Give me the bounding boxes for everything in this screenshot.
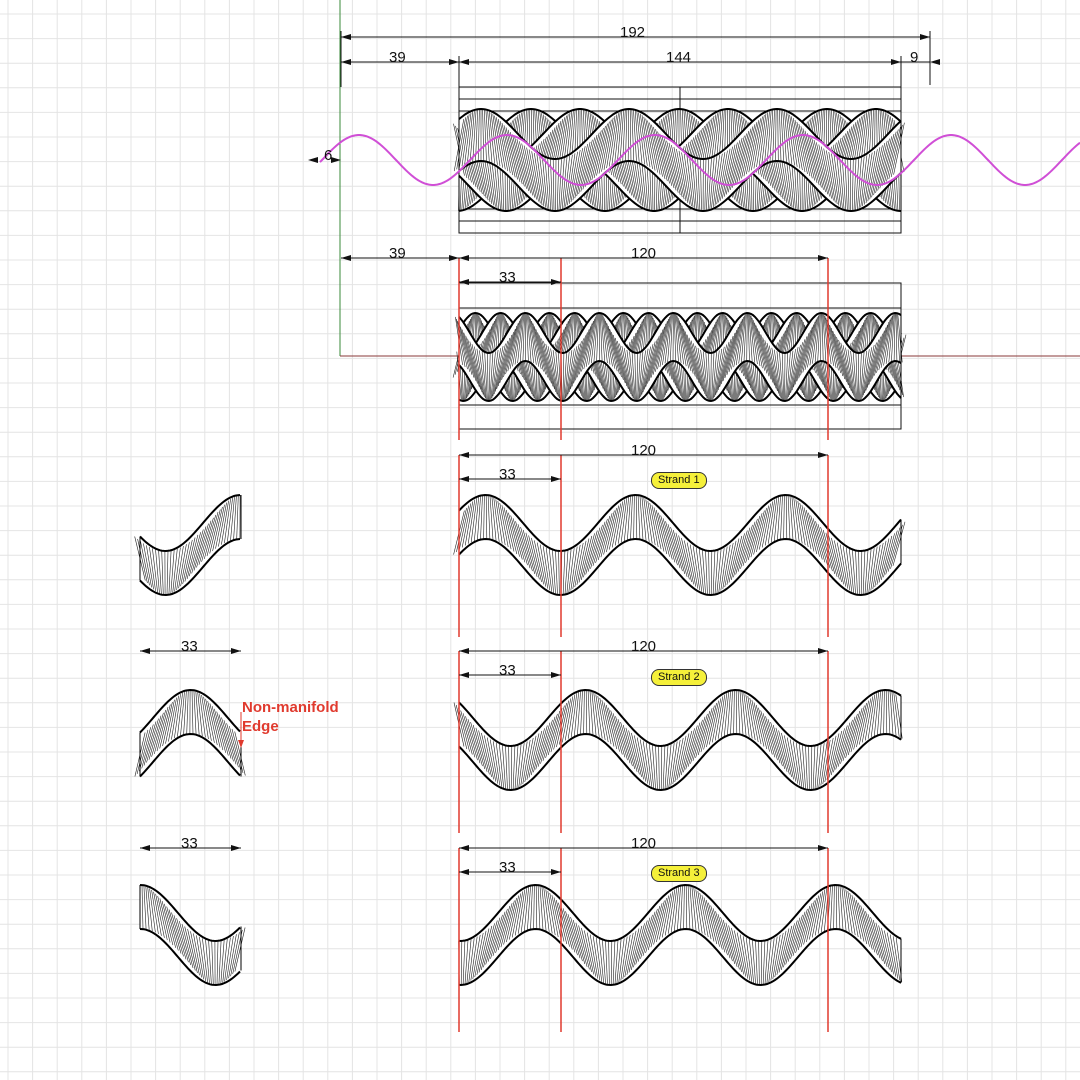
strand-3-piece [139,884,246,987]
dim-120-s3: 120 [631,835,656,852]
arrowhead [449,255,459,261]
tube-edge [139,732,241,778]
tube-edge [458,107,902,161]
tube-edge [139,928,241,987]
strand-2 [453,688,903,792]
arrowhead [459,648,469,654]
arrowhead [449,59,459,65]
tube-edge [139,494,241,553]
geometry [134,86,1080,1032]
path-curve [319,134,1080,186]
dim-33-s3: 33 [499,859,516,876]
dim-33-piece2: 33 [181,638,198,655]
dim-39-row2: 39 [389,245,406,262]
dim-9: 9 [910,49,918,66]
arrowhead [818,255,828,261]
tube-edge [458,159,902,213]
arrowhead [341,34,351,40]
arrowhead [930,59,940,65]
dim-192: 192 [620,24,645,41]
arrowhead [459,279,469,285]
dim-33-piece3: 33 [181,835,198,852]
note-line-1: Non-manifold [242,699,339,716]
strand-2-piece [134,688,246,778]
dim-144: 144 [666,49,691,66]
dimensions: 192 39 144 9 6 39 120 33 120 33 120 33 3… [140,24,940,876]
arrowhead [140,648,150,654]
tube-fill [459,495,901,595]
arrowhead [231,845,241,851]
dim-39-top: 39 [389,49,406,66]
arrowhead [551,476,561,482]
non-manifold-edge-note: Non-manifold Edge [242,698,339,736]
strand-3-label: Strand 3 [651,865,707,882]
arrowhead [331,157,341,163]
tube-edge [139,688,241,734]
arrowhead [818,845,828,851]
arrowhead [459,845,469,851]
dim-33-row2: 33 [499,269,516,286]
arrowhead [459,59,469,65]
arrowhead [341,59,351,65]
strand-2-label: Strand 2 [651,669,707,686]
annotation-arrowhead [238,740,244,748]
arrowhead [459,476,469,482]
tube-edge [458,927,902,987]
arrowhead [818,648,828,654]
arrowhead [459,869,469,875]
arrowhead [920,34,930,40]
arrowhead [551,672,561,678]
arrowhead [459,255,469,261]
tube-edge [139,884,241,943]
dim-120-row2: 120 [631,245,656,262]
arrowhead [551,869,561,875]
arrowhead [459,452,469,458]
dim-6: 6 [324,147,332,164]
arrowhead [140,845,150,851]
tube-edge [139,538,241,597]
arrowhead [308,157,318,163]
note-line-2: Edge [242,718,279,735]
dim-33-s1: 33 [499,466,516,483]
arrowhead [231,648,241,654]
strand-1-label: Strand 1 [651,472,707,489]
arrowhead [551,279,561,285]
arrowhead [459,672,469,678]
arrowhead [341,255,351,261]
strand-1-piece [134,494,242,597]
dim-33-s2: 33 [499,662,516,679]
arrowhead [818,452,828,458]
dim-120-s2: 120 [631,638,656,655]
dim-120-s1: 120 [631,442,656,459]
arrowhead [891,59,901,65]
